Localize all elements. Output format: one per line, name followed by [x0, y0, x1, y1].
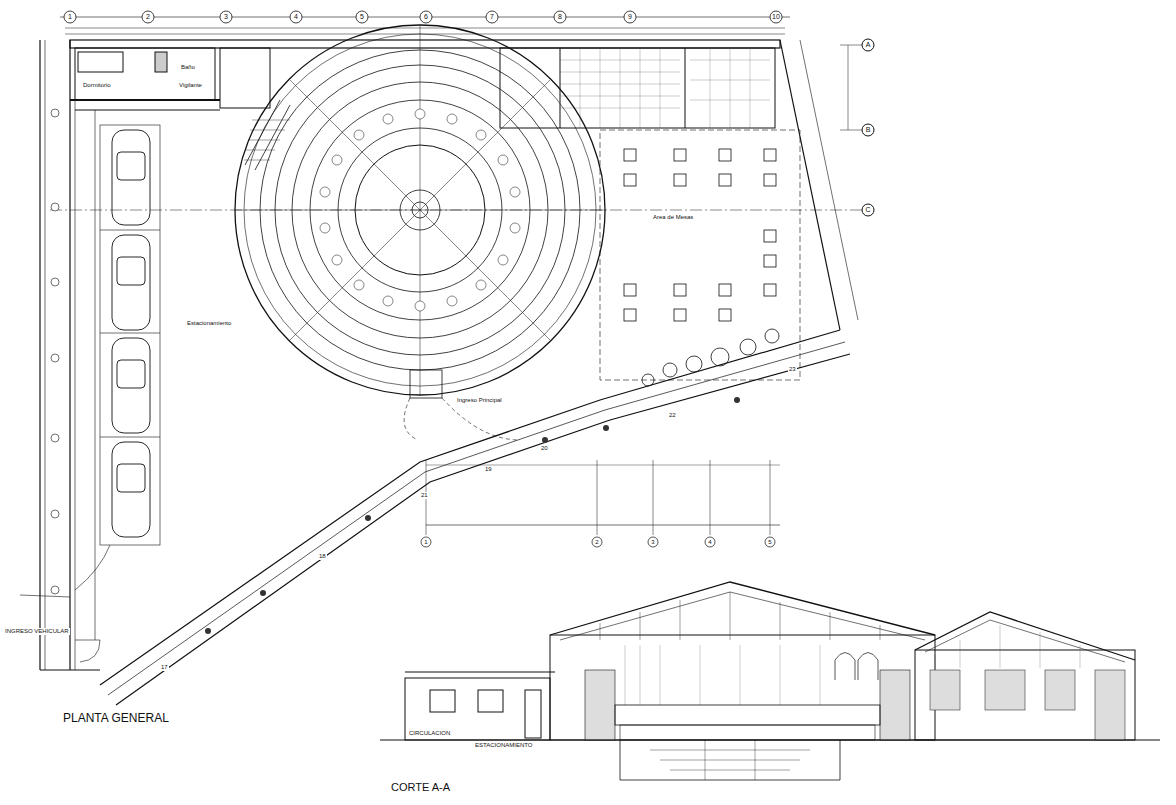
axis-label: 9 [627, 13, 633, 21]
axis-label: 1 [423, 539, 428, 546]
room-label: Baño [180, 64, 196, 71]
callout-number: 18 [318, 553, 327, 560]
axis-label: 7 [489, 13, 495, 21]
access-label: INGRESO VEHICULAR [4, 628, 70, 635]
axis-label: A [865, 41, 872, 49]
axis-label: 1 [67, 13, 73, 21]
axis-label: 3 [650, 539, 655, 546]
axis-label: 4 [293, 13, 299, 21]
axis-label: 6 [423, 13, 429, 21]
room-label: Estacionamiento [186, 320, 232, 327]
callout-number: 19 [484, 466, 493, 473]
axis-label: 10 [771, 13, 781, 21]
drawing-title: CORTE A-A [390, 781, 451, 793]
room-label: Dormitorio [82, 82, 112, 89]
room-label: Vigilante [178, 82, 203, 89]
axis-label: 5 [767, 539, 772, 546]
section-label: ESTACIONAMIENTO [474, 742, 533, 749]
axis-label: 3 [223, 13, 229, 21]
callout-number: 23 [788, 366, 797, 373]
callout-number: 22 [668, 412, 677, 419]
room-label: Ingreso Principal [456, 397, 503, 404]
axis-label: 2 [145, 13, 151, 21]
axis-label: C [864, 206, 871, 214]
axis-label: B [865, 126, 872, 134]
callout-number: 21 [420, 492, 429, 499]
axis-label: 4 [707, 539, 712, 546]
section-label: CIRCULACION [408, 730, 451, 737]
axis-label: 5 [359, 13, 365, 21]
axis-label: 8 [557, 13, 563, 21]
drawing-title: PLANTA GENERAL [62, 712, 170, 725]
axis-label: 2 [594, 539, 599, 546]
room-label: Area de Mesas [652, 214, 694, 221]
callout-number: 17 [160, 664, 169, 671]
callout-number: 20 [540, 445, 549, 452]
